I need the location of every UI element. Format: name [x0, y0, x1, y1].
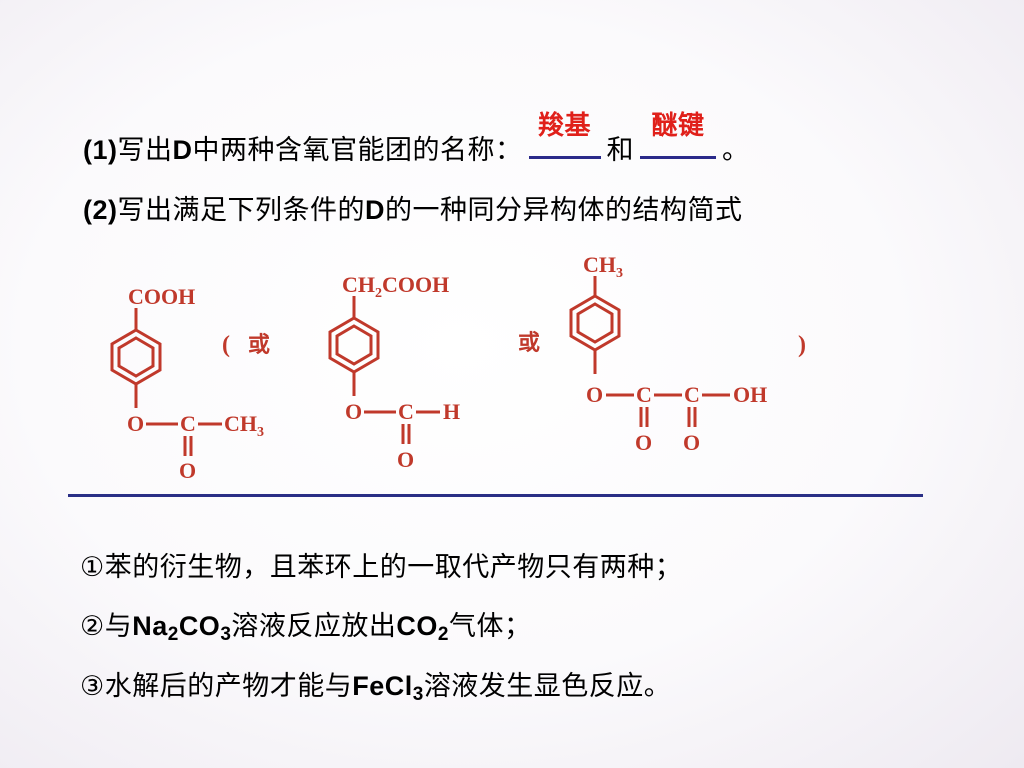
- answer-carboxyl: 羧基: [537, 111, 591, 141]
- s2-ch2cooh: CH2COOH: [342, 272, 449, 301]
- question-2: (2)写出满足下列条件的D的一种同分异构体的结构简式: [83, 188, 743, 227]
- q1-text-a: 写出: [117, 135, 173, 166]
- s1-benzene-inner: [117, 336, 155, 378]
- s1-carbonyl-o: O: [179, 458, 196, 483]
- close-paren: ): [798, 332, 806, 358]
- divider-line: [68, 494, 923, 497]
- q1-end: 。: [722, 135, 750, 166]
- s2-o: O: [345, 399, 362, 424]
- q2-d: D: [365, 195, 385, 225]
- c3-fecl3: FeCl3: [352, 671, 424, 705]
- or-1: 或: [248, 332, 270, 357]
- c3-post: 溶液发生显色反应。: [423, 671, 672, 702]
- s3-ch3: CH3: [583, 252, 623, 281]
- q1-label: (1): [83, 135, 118, 165]
- c2-na: Na2CO3: [132, 611, 232, 645]
- condition-1: ①苯的衍生物，且苯环上的一取代产物只有两种；: [80, 552, 683, 583]
- c2-mid: 溶液反应放出: [231, 611, 397, 642]
- q1-text-b: 中两种含氧官能团的名称：: [192, 135, 523, 166]
- s1-c: C: [180, 411, 196, 436]
- structure-1: COOH O C CH3 O: [110, 284, 264, 483]
- s3-oh: OH: [733, 382, 767, 407]
- or-2: 或: [518, 330, 540, 355]
- c3-pre: ③水解后的产物才能与: [80, 671, 353, 702]
- s3-c2: C: [684, 382, 700, 407]
- s1-o: O: [127, 411, 144, 436]
- s3-c1: C: [636, 382, 652, 407]
- s2-carbonyl-o: O: [397, 447, 414, 472]
- s2-benzene-inner: [335, 324, 373, 366]
- c2-pre: ②与: [80, 611, 133, 642]
- s2-h: H: [443, 399, 460, 424]
- structure-2: CH2COOH O C H O: [328, 272, 460, 472]
- s1-ch3: CH3: [224, 411, 264, 440]
- answer-blank-2: 醚键: [640, 111, 716, 159]
- s3-carbonyl-o1: O: [635, 430, 652, 455]
- answer-blank-1: 羧基: [528, 111, 601, 159]
- question-1: (1)写出D中两种含氧官能团的名称： 羧基和醚键。: [83, 111, 750, 167]
- c2-co2: CO2: [396, 611, 449, 645]
- condition-2: ②与Na2CO3溶液反应放出CO2气体；: [80, 604, 532, 645]
- structural-formulas: COOH O C CH3 O ( 或 CH2COOH O C H O 或 CH3: [110, 252, 806, 483]
- s1-cooh: COOH: [128, 284, 195, 309]
- s2-c: C: [398, 399, 414, 424]
- s3-carbonyl-o2: O: [683, 430, 700, 455]
- answer-ether: 醚键: [651, 111, 705, 141]
- q2-text-a: 写出满足下列条件的: [117, 195, 365, 226]
- q1-connector: 和: [606, 135, 634, 166]
- c2-post: 气体；: [448, 611, 532, 642]
- q2-text-b: 的一种同分异构体的结构简式: [385, 195, 743, 226]
- s3-benzene-inner: [576, 302, 614, 344]
- q2-label: (2): [83, 195, 118, 225]
- condition-3: ③水解后的产物才能与FeCl3溶液发生显色反应。: [80, 664, 672, 705]
- structure-3: CH3 O C C OH O O: [569, 252, 767, 455]
- q1-d: D: [172, 135, 193, 165]
- open-paren: (: [222, 332, 230, 358]
- s3-o: O: [586, 382, 603, 407]
